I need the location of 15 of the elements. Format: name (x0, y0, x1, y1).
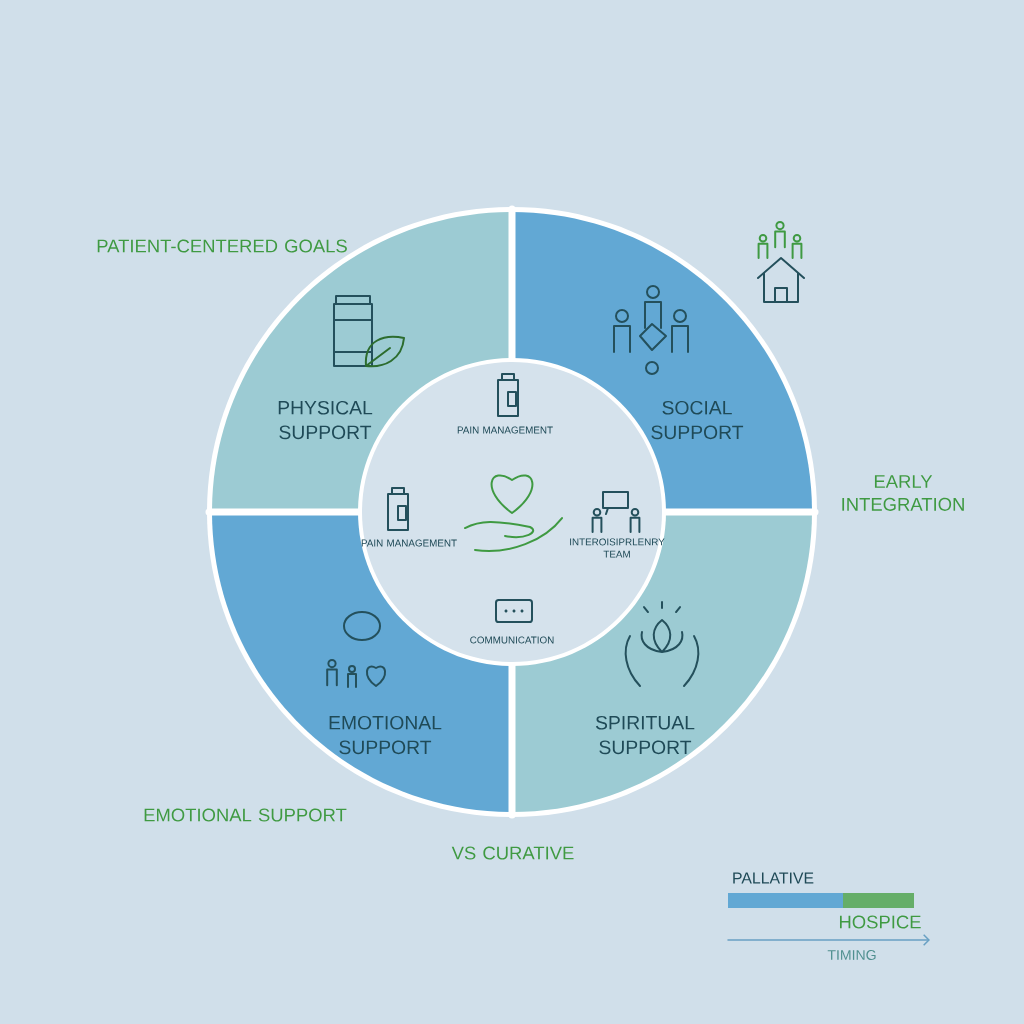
segment-label: SOCIAL SUPPORT (651, 400, 744, 440)
text-label: PATIENT-CENTERED GOALS (97, 239, 347, 253)
text-label: TIMING (827, 950, 876, 960)
text-label: HOSPICE (840, 915, 921, 929)
segment-label: EMOTIONAL SUPPORT (329, 715, 442, 755)
text-label: EARLY INTEGRATION (842, 475, 964, 511)
circle-label: PAIN MANAGEMENT (361, 539, 457, 547)
segment-label: PHYSICAL SUPPORT (278, 400, 373, 440)
text-label: EMOTIONAL SUPPORT (144, 808, 347, 822)
circle-label: INTEROISIPRLENRY TEAM (570, 538, 665, 558)
text-label: VS CURATIVE (451, 846, 574, 860)
circle-label: PAIN MANAGEMENT (457, 426, 553, 434)
circle-label: COMMUNICATION (470, 636, 554, 644)
text-label: PALLATIVE (733, 872, 814, 884)
segment-label: SPIRITUAL SUPPORT (595, 715, 695, 755)
